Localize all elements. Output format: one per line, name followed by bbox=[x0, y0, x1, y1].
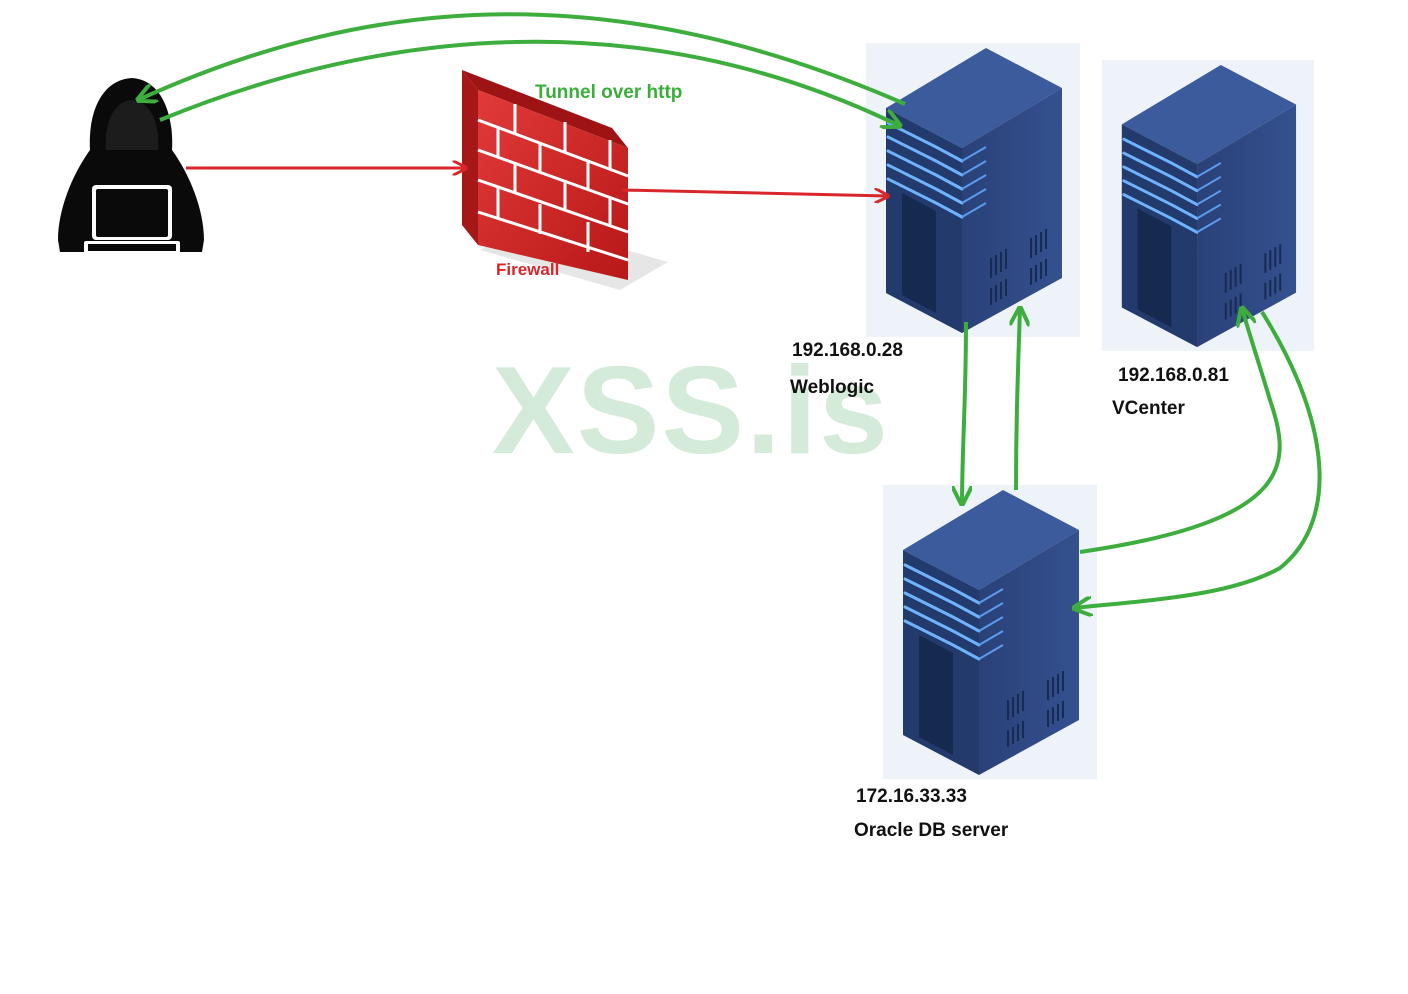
hacker-icon bbox=[58, 78, 204, 253]
node-label-weblogic: Weblogic bbox=[790, 377, 875, 398]
node-ip-vcenter: 192.168.0.81 bbox=[1118, 365, 1229, 386]
edge-vcenter-oracle bbox=[1074, 310, 1322, 608]
edge-attacker-weblogic bbox=[159, 39, 900, 126]
server-oracle-icon bbox=[881, 483, 1099, 781]
edge-oracle-vcenter bbox=[1079, 308, 1282, 554]
watermark: XSS.is bbox=[492, 342, 890, 480]
edge-weblogic-oracle bbox=[962, 321, 966, 504]
node-ip-oracle: 172.16.33.33 bbox=[856, 786, 967, 807]
edge-label-tunnel: Tunnel over http bbox=[535, 82, 683, 103]
node-label-firewall: Firewall bbox=[496, 260, 560, 279]
server-weblogic-icon bbox=[864, 41, 1082, 339]
node-label-oracle: Oracle DB server bbox=[854, 820, 1009, 841]
edge-weblogic-attacker bbox=[138, 12, 906, 106]
server-vcenter-icon bbox=[1100, 58, 1316, 353]
firewall-brick-wall-icon bbox=[462, 70, 668, 290]
edge-firewall-weblogic bbox=[621, 190, 888, 196]
node-ip-weblogic: 192.168.0.28 bbox=[792, 340, 903, 361]
edge-oracle-weblogic bbox=[1016, 308, 1020, 491]
node-label-vcenter: VCenter bbox=[1112, 398, 1185, 419]
